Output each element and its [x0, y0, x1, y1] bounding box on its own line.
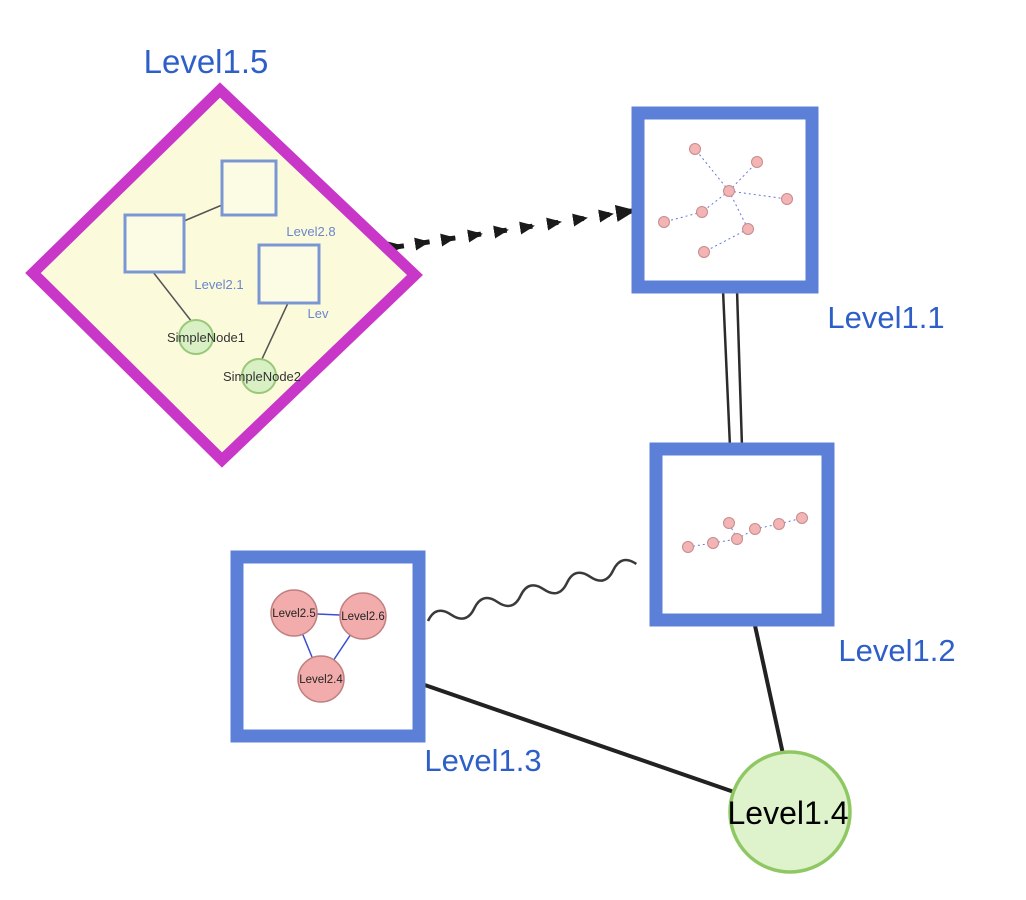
node-level26-label: Level2.6 — [341, 611, 384, 623]
level12-label: Level1.2 — [838, 633, 955, 668]
node-level24[interactable] — [297, 655, 345, 703]
node-level14[interactable]: Level1.4 — [728, 750, 852, 874]
group-node-level13[interactable]: Level2.5 Level2.6 Level2.4 — [230, 550, 426, 743]
node-simplenode1-label: SimpleNode1 — [167, 330, 245, 345]
subgraph-node[interactable] — [682, 541, 694, 553]
level15-label: Level1.5 — [144, 43, 269, 80]
subgraph-node[interactable] — [742, 223, 754, 235]
subgraph-node[interactable] — [696, 206, 708, 218]
subgraph-node[interactable] — [723, 517, 735, 529]
node-lev[interactable] — [257, 243, 321, 305]
group-node-level12[interactable] — [649, 442, 835, 627]
node-level28-label: Level2.8 — [286, 224, 335, 239]
subgraph-node[interactable] — [781, 193, 793, 205]
subgraph-node[interactable] — [773, 518, 785, 530]
edge-lev-simplenode2 — [261, 302, 289, 360]
level12-square[interactable] — [649, 442, 835, 627]
node-level25-label: Level2.5 — [272, 608, 315, 620]
subgraph-node[interactable] — [698, 246, 710, 258]
level11-label: Level1.1 — [827, 300, 944, 335]
level13-label: Level1.3 — [424, 743, 541, 778]
group-node-level11[interactable] — [631, 106, 819, 294]
subgraph-node[interactable] — [796, 512, 808, 524]
node-simplenode1[interactable] — [178, 319, 214, 355]
subgraph-node[interactable] — [731, 533, 743, 545]
subgraph-node[interactable] — [723, 185, 735, 197]
node-level26[interactable] — [339, 592, 387, 640]
node-lev-label: Lev — [308, 306, 329, 321]
level14-label: Level1.4 — [728, 795, 849, 831]
edge-level11-level12[interactable] — [721, 289, 744, 448]
node-level21[interactable] — [123, 213, 186, 274]
level12-subgraph — [682, 512, 808, 553]
level11-subgraph — [658, 143, 793, 258]
subgraph-node[interactable] — [749, 523, 761, 535]
node-level25[interactable] — [270, 589, 318, 637]
level13-subgraph: Level2.5 Level2.6 Level2.4 — [270, 589, 387, 703]
node-level28[interactable] — [220, 159, 278, 217]
node-simplenode2-label: SimpleNode2 — [223, 369, 301, 384]
node-simplenode2[interactable] — [241, 358, 277, 394]
edge-level12-level14[interactable] — [752, 620, 785, 755]
edge-level13-level12[interactable] — [426, 557, 638, 628]
node-level21-label: Level2.1 — [194, 277, 243, 292]
edge-level15-level11[interactable] — [388, 205, 636, 255]
subgraph-node[interactable] — [689, 143, 701, 155]
edge-level21-simplenode1 — [152, 271, 193, 323]
edge-level13-level14[interactable] — [418, 681, 735, 794]
level14-circle[interactable] — [728, 750, 852, 874]
node-level24-label: Level2.4 — [299, 674, 343, 686]
subgraph-node[interactable] — [707, 537, 719, 549]
group-node-level15[interactable]: Level2.8 Level2.1 Lev SimpleNode1 Simple… — [25, 82, 423, 468]
level15-diamond[interactable] — [25, 82, 423, 468]
edge-level28-level21 — [183, 204, 223, 222]
subgraph-node[interactable] — [751, 156, 763, 168]
level13-square[interactable] — [230, 550, 426, 743]
subgraph-node[interactable] — [658, 216, 670, 228]
